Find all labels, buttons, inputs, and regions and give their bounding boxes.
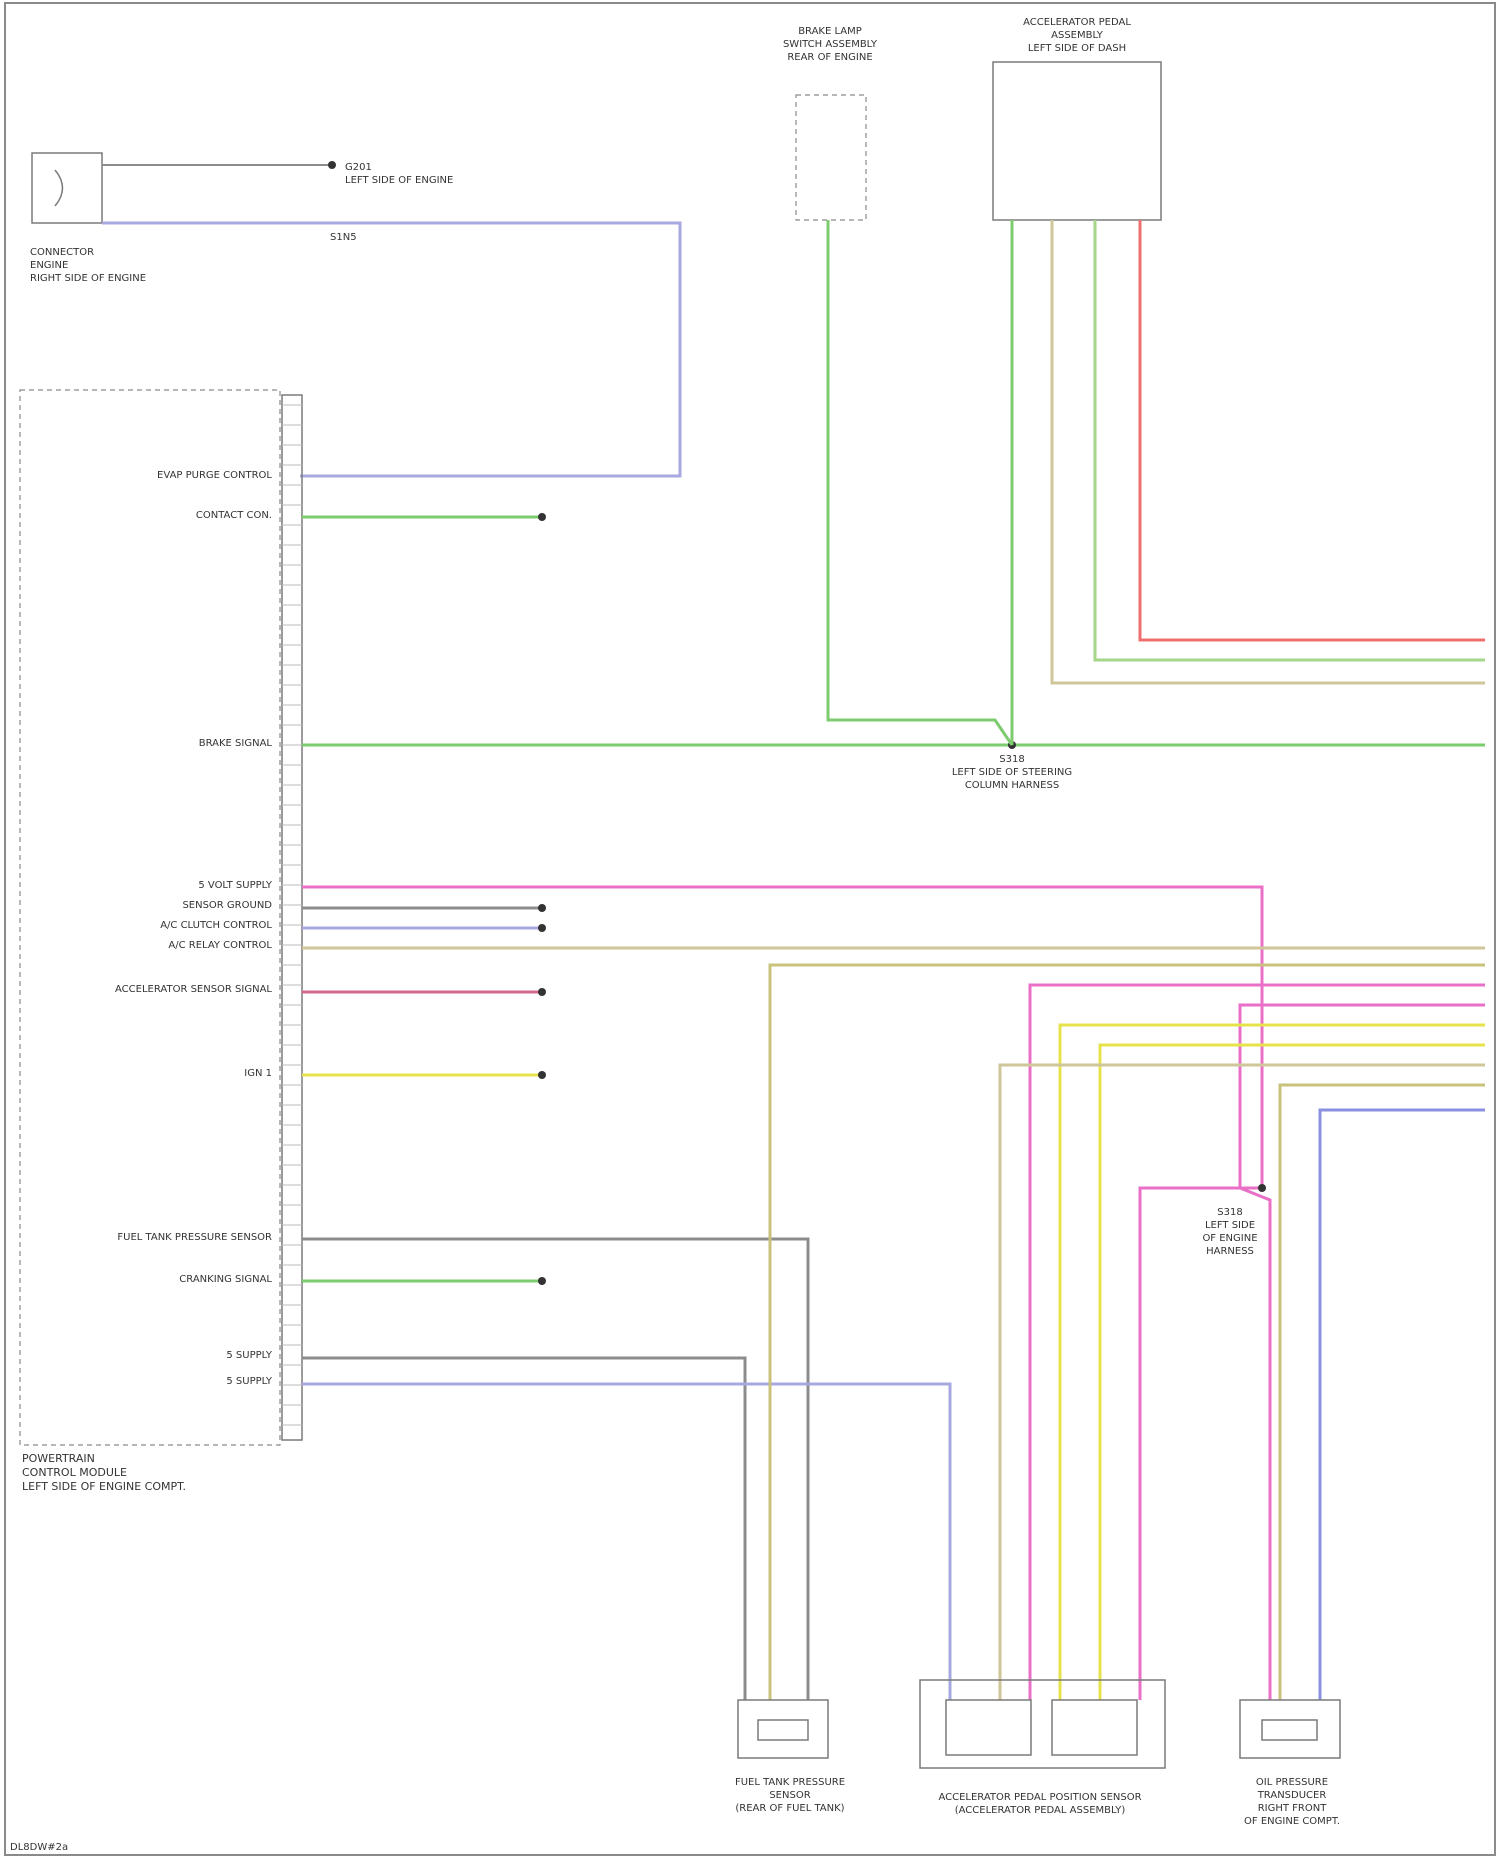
signal-cranking: CRANKING SIGNAL [179, 1274, 272, 1285]
accel-position-label-1: ACCELERATOR PEDAL POSITION SENSOR [938, 1792, 1141, 1803]
wire-sensor-pink [1140, 1188, 1262, 1700]
accel-position-sensor-component: ACCELERATOR PEDAL POSITION SENSOR (ACCEL… [920, 1680, 1165, 1816]
left-sensor-component: G201 LEFT SIDE OF ENGINE CONNECTOR ENGIN… [30, 153, 453, 284]
splice-mid-label-1: S318 [999, 754, 1024, 765]
fuel-tank-label-3: (REAR OF FUEL TANK) [735, 1803, 844, 1814]
oil-pressure-sensor-component: OIL PRESSURE TRANSDUCER RIGHT FRONT OF E… [1240, 1700, 1340, 1827]
wire-right-2 [1030, 985, 1485, 1700]
left-sensor-label-3: RIGHT SIDE OF ENGINE [30, 273, 146, 284]
signal-ac-clutch: A/C CLUTCH CONTROL [160, 920, 272, 931]
wire-accel-b [1052, 220, 1485, 683]
wire-right-7 [1280, 1085, 1485, 1700]
fuel-tank-sensor-component: FUEL TANK PRESSURE SENSOR (REAR OF FUEL … [735, 1700, 845, 1814]
pcm-pin-ticks [282, 405, 302, 1425]
oil-pressure-label-1: OIL PRESSURE [1256, 1777, 1328, 1788]
wire-accel-c [1095, 220, 1485, 660]
oil-pressure-label-4: OF ENGINE COMPT. [1244, 1816, 1340, 1827]
accel-pedal-label-1: ACCELERATOR PEDAL [1023, 17, 1131, 28]
top-ground-desc: LEFT SIDE OF ENGINE [345, 175, 453, 186]
oil-pressure-label-3: RIGHT FRONT [1258, 1803, 1328, 1814]
brake-switch-label-2: SWITCH ASSEMBLY [783, 39, 878, 50]
pcm-label-1: POWERTRAIN [22, 1452, 95, 1465]
accel-pedal-component: ACCELERATOR PEDAL ASSEMBLY LEFT SIDE OF … [993, 17, 1161, 220]
splice-mid-label-2: LEFT SIDE OF STEERING [952, 767, 1072, 778]
signal-accel-sensor: ACCELERATOR SENSOR SIGNAL [115, 984, 272, 995]
splice-low-label-1: S318 [1217, 1207, 1242, 1218]
pcm-label-2: CONTROL MODULE [22, 1466, 127, 1479]
splice-low-label-2: LEFT SIDE [1205, 1220, 1255, 1231]
signal-fuel-tank-pressure: FUEL TANK PRESSURE SENSOR [117, 1232, 272, 1243]
wire-5-supply-b [302, 1384, 950, 1700]
wire-right-8 [1320, 1110, 1485, 1700]
oil-pressure-label-2: TRANSDUCER [1257, 1790, 1327, 1801]
brake-switch-component: BRAKE LAMP SWITCH ASSEMBLY REAR OF ENGIN… [783, 26, 878, 220]
top-ground-label: G201 [345, 162, 372, 173]
pcm-signal-labels: EVAP PURGE CONTROL CONTACT CON. BRAKE SI… [115, 470, 273, 1387]
accel-position-label-2: (ACCELERATOR PEDAL ASSEMBLY) [955, 1805, 1126, 1816]
signal-brake: BRAKE SIGNAL [199, 738, 273, 749]
accel-pedal-label-2: ASSEMBLY [1051, 30, 1104, 41]
brake-switch-label-3: REAR OF ENGINE [787, 52, 872, 63]
splice-mid-label-3: COLUMN HARNESS [965, 780, 1059, 791]
pcm-label-3: LEFT SIDE OF ENGINE COMPT. [22, 1480, 186, 1493]
wire-evap-purge [102, 223, 680, 476]
signal-5-supply-b: 5 SUPPLY [226, 1376, 273, 1387]
accel-pedal-label-3: LEFT SIDE OF DASH [1028, 43, 1126, 54]
signal-ign1: IGN 1 [244, 1068, 272, 1079]
signal-5-supply-a: 5 SUPPLY [226, 1350, 273, 1361]
fuel-tank-label-2: SENSOR [769, 1790, 810, 1801]
signal-sensor-ground: SENSOR GROUND [182, 900, 272, 911]
left-sensor-label-2: ENGINE [30, 260, 68, 271]
left-sensor-label-1: CONNECTOR [30, 247, 94, 258]
fuel-tank-label-1: FUEL TANK PRESSURE [735, 1777, 845, 1788]
signal-evap-purge: EVAP PURGE CONTROL [157, 470, 272, 481]
brake-switch-label-1: BRAKE LAMP [798, 26, 862, 37]
top-connector-label: S1N5 [330, 232, 357, 243]
signal-ac-relay: A/C RELAY CONTROL [168, 940, 272, 951]
wire-5v-supply [302, 887, 1262, 1188]
wire-right-1 [770, 965, 1485, 1700]
signal-contact-con: CONTACT CON. [196, 510, 272, 521]
wire-right-5 [1100, 1045, 1485, 1700]
wire-accel-d [1140, 220, 1485, 640]
splice-low-label-3: OF ENGINE [1202, 1233, 1257, 1244]
wire-5-supply-a [302, 1358, 745, 1700]
wire-right-6 [1000, 1065, 1485, 1700]
wire-fuel-tank-pressure [302, 1239, 808, 1700]
footer-code: DL8DW#2a [10, 1842, 68, 1853]
wire-brake-switch [828, 220, 1012, 745]
signal-5v-supply: 5 VOLT SUPPLY [198, 880, 273, 891]
wire-right-4 [1060, 1025, 1485, 1700]
splice-low-label-4: HARNESS [1206, 1246, 1254, 1257]
